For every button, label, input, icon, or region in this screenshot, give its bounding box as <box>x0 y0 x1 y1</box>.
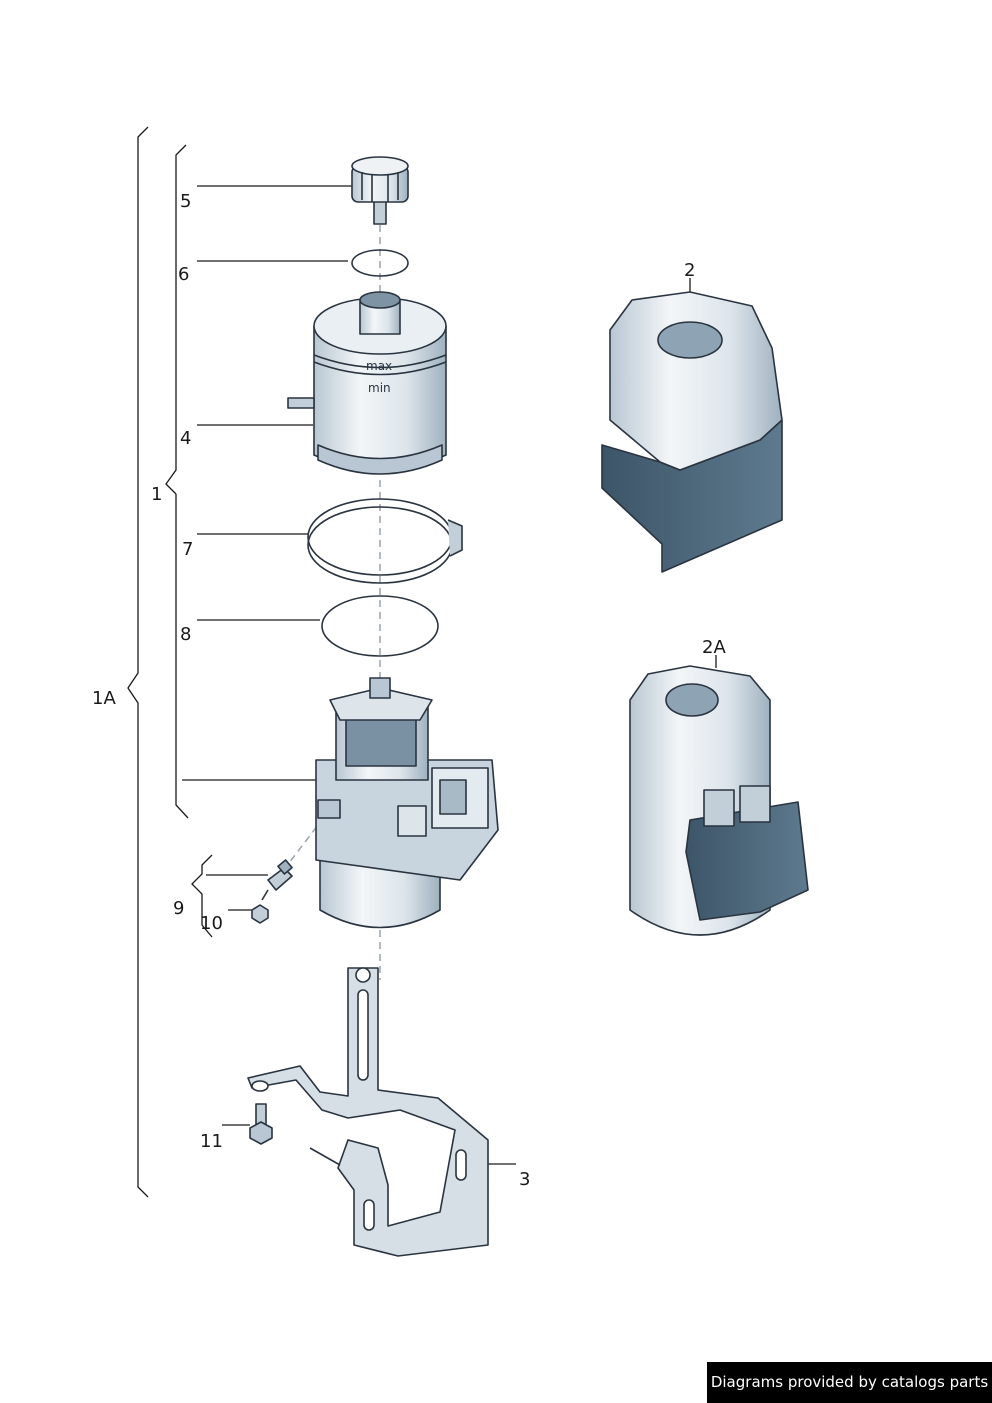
clamp-band <box>307 498 463 584</box>
cover-2 <box>601 291 783 573</box>
max-level-mark: max <box>366 359 392 373</box>
credit-banner: Diagrams provided by catalogs parts <box>707 1362 992 1403</box>
seal-ring <box>321 595 439 657</box>
callout-11: 11 <box>200 1131 223 1152</box>
callout-1A: 1A <box>92 688 116 709</box>
hex-nut <box>251 904 269 924</box>
bracket-1-upper <box>165 144 187 495</box>
callout-9: 9 <box>173 898 184 919</box>
pump-unit <box>315 677 499 929</box>
fluid-reservoir: max min <box>287 291 447 475</box>
mounting-bracket <box>247 967 489 1257</box>
callout-1: 1 <box>151 484 162 505</box>
pressure-sensor <box>261 859 293 901</box>
callout-3: 3 <box>519 1169 530 1190</box>
cap-o-ring <box>351 249 409 277</box>
min-level-mark: min <box>368 381 391 395</box>
callout-2A: 2A <box>702 637 726 658</box>
callout-5: 5 <box>180 191 191 212</box>
hex-bolt <box>249 1103 273 1145</box>
bracket-1A <box>127 126 149 1198</box>
callout-7: 7 <box>182 539 193 560</box>
callout-8: 8 <box>180 624 191 645</box>
bracket-9 <box>191 854 213 938</box>
bracket-1-lower <box>175 494 189 819</box>
callout-6: 6 <box>178 264 189 285</box>
callout-2: 2 <box>684 260 695 281</box>
cover-2A <box>629 665 809 936</box>
callout-10: 10 <box>200 913 223 934</box>
reservoir-cap <box>351 156 409 225</box>
callout-4: 4 <box>180 428 191 449</box>
